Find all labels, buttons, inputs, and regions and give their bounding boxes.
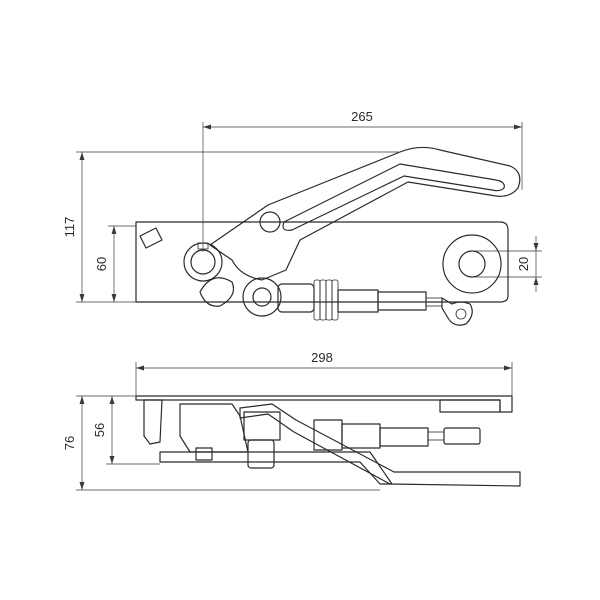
dimension-lines — [76, 122, 542, 491]
top-end-eye — [441, 297, 473, 326]
dim-label-bracket-height: 60 — [94, 257, 109, 271]
dim-label-side-inner-height: 56 — [92, 423, 107, 437]
side-pin-head — [195, 447, 213, 461]
top-adjuster-nut — [337, 289, 379, 313]
dim-label-side-total-height: 76 — [62, 436, 77, 450]
top-lever-boss — [259, 211, 281, 233]
side-thread-rod — [427, 431, 445, 441]
top-right-bore — [458, 250, 486, 278]
dim-label-top-height: 117 — [62, 217, 77, 238]
side-runner — [159, 451, 393, 485]
side-lever-arm — [239, 403, 521, 487]
dim-label-side-length: 298 — [311, 350, 333, 365]
top-link-eye-left-outer — [242, 277, 282, 317]
top-lower-cam — [199, 277, 235, 307]
top-lever-arm — [209, 146, 521, 281]
side-left-jaw — [143, 399, 163, 445]
top-base-plate — [135, 221, 509, 303]
side-housing — [179, 403, 249, 453]
dim-label-top-width: 265 — [351, 109, 373, 124]
top-link-eye-left-inner — [252, 287, 272, 307]
top-adjuster-sleeve — [377, 291, 427, 311]
side-pivot-stem — [247, 439, 275, 469]
side-view — [135, 395, 521, 487]
side-right-block — [439, 399, 501, 413]
top-pivot-inner — [190, 249, 216, 275]
top-lever-slot — [282, 163, 505, 231]
side-end-eye — [443, 427, 481, 445]
top-end-eye-hole — [455, 308, 467, 320]
top-link-body — [277, 283, 315, 313]
side-adjuster-sleeve — [379, 427, 429, 447]
dim-label-bore-diameter: 20 — [516, 257, 531, 271]
top-right-boss — [442, 234, 502, 294]
top-spring — [313, 279, 339, 321]
top-left-jaw — [139, 227, 163, 249]
side-adjuster-nut — [341, 423, 381, 449]
top-view — [135, 146, 521, 326]
